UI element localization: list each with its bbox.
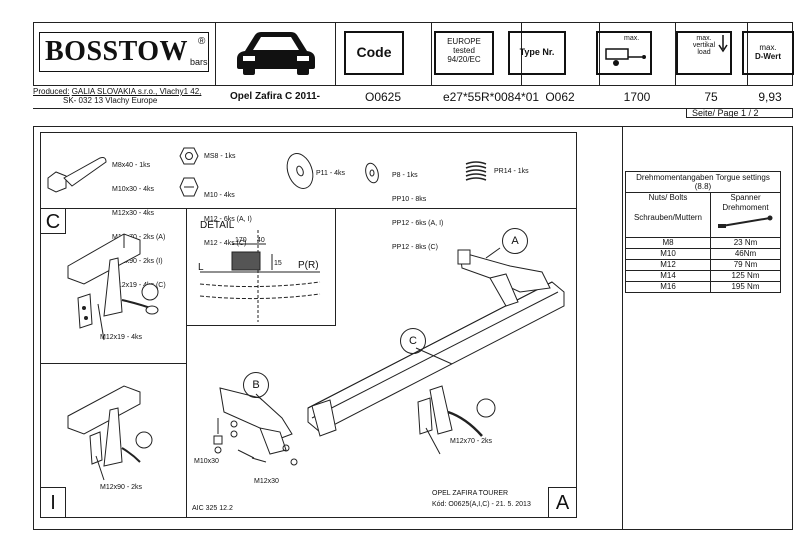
info-row: Produced: GALIA SLOVAKIA s.r.o., Vlachy1…: [33, 86, 793, 108]
detail-dim-15: 15: [274, 260, 282, 267]
code-label-box: Code: [344, 31, 404, 75]
trailer-icon: [605, 48, 646, 66]
arrow-down-icon: [718, 35, 728, 53]
approval-value: e27*55R*0084*01: [442, 90, 540, 104]
footer-code: Kód: O0625(A,I,C) - 21. 5. 2013: [432, 501, 531, 508]
i-bolt-label: M12x90 - 2ks: [100, 484, 143, 491]
footer-model: OPEL ZAFIRA TOURER: [432, 490, 509, 497]
big-washer-icon: [286, 153, 314, 189]
wrench-icon: [717, 215, 772, 228]
assembly-frame: [40, 132, 577, 518]
detail-label-p: P(R): [298, 260, 319, 271]
torque-col2-header: Spanner Drehmoment: [710, 192, 781, 238]
section-i-label: I: [40, 487, 66, 518]
detail-box: [186, 208, 336, 326]
brand-name: BOSSTOW: [45, 36, 189, 67]
c-bolt-label: M12x19 - 4ks: [100, 334, 143, 341]
drawing-frame: [33, 126, 793, 530]
type-value: O062: [545, 90, 575, 104]
manufacturer-info: Produced: GALIA SLOVAKIA s.r.o., Vlachy1…: [33, 87, 202, 105]
code-value: O0625: [364, 90, 402, 104]
torque-title: Drehmomentangaben Torgue settings (8.8): [625, 171, 781, 193]
bosstow-logo: BOSSTOW ® bars: [39, 32, 209, 72]
europe-box: EUROPE tested 94/20/EC: [434, 31, 494, 75]
logo-cell: BOSSTOW ® bars: [34, 23, 216, 85]
torque-table: Drehmomentangaben Torgue settings (8.8) …: [625, 171, 781, 293]
towbar-assembly: [213, 247, 565, 466]
a-bolt-label: M12x70 - 2ks: [450, 438, 493, 445]
dwert-cell: max. D-Wert: [742, 23, 794, 85]
washer-list: P8 - 1ks PP10 - 8ks PP12 - 6ks (A, I) PP…: [392, 172, 444, 251]
nut-ms8: MS8 - 1ks: [204, 153, 236, 160]
b-bolt-label-1: M10x30: [194, 458, 219, 465]
max-load-box: max.: [596, 31, 652, 75]
b-bolt-label-2: M12x30: [254, 478, 279, 485]
callout-a: A: [502, 228, 528, 254]
detail-title: DETAIL: [200, 220, 235, 231]
nut-icon-2: [179, 177, 199, 197]
callout-b: B: [243, 372, 269, 398]
torque-col1-header: Nuts/ Bolts Schrauben/Muttern: [625, 192, 711, 238]
callout-c: C: [400, 328, 426, 354]
max-load-value: 1700: [623, 90, 651, 104]
washer-icon: [365, 162, 379, 184]
dwert-box: max. D-Wert: [742, 31, 794, 75]
hitch-sketch-i: [67, 385, 153, 481]
brand-sub: bars: [190, 57, 208, 67]
car-icon-cell: [216, 23, 336, 85]
header-bar: BOSSTOW ® bars Code EUROPE tested 94/20/…: [33, 22, 794, 86]
type-box: Type Nr.: [508, 31, 566, 75]
brand-reg: ®: [198, 36, 206, 47]
detail-dim-170: 170: [235, 237, 247, 244]
type-cell: Type Nr.: [508, 23, 600, 85]
d-value: 9,93: [758, 90, 782, 104]
vertical-load-box: max. vertikal load: [676, 31, 732, 75]
code-cell: Code: [336, 23, 432, 85]
vehicle-name: Opel Zafira C 2011-: [229, 91, 321, 102]
max-load-cell: max.: [596, 23, 676, 85]
bolt-icon: [47, 157, 107, 193]
hitch-sketch-c: [67, 233, 159, 341]
spring-washer-icon: [465, 161, 487, 181]
washer-p11: P11 - 4ks: [316, 170, 346, 177]
section-c-label: C: [40, 208, 66, 234]
nut-icon: [179, 147, 199, 165]
detail-dim-40: 40: [257, 237, 265, 244]
vertical-load-value: 75: [704, 90, 718, 104]
vertical-load-cell: max. vertikal load: [676, 23, 748, 85]
drawing-number: AIC 325 12.2: [192, 505, 233, 512]
car-icon: [237, 32, 315, 75]
section-a-label: A: [548, 487, 577, 518]
spring-pr14: PR14 - 1ks: [494, 168, 529, 175]
europe-cell: EUROPE tested 94/20/EC: [432, 23, 522, 85]
detail-label-l: L: [198, 262, 204, 273]
page-indicator: Seite/ Page 1 / 2: [692, 108, 759, 118]
detail-sketch: [199, 230, 321, 322]
